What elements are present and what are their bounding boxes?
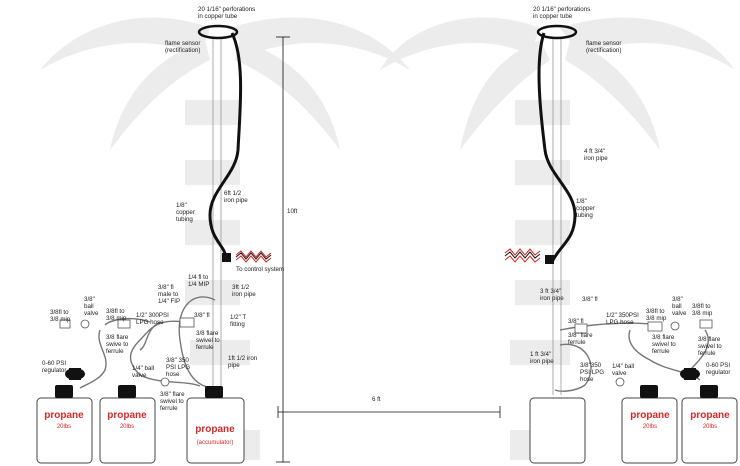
right-control-valve xyxy=(545,255,554,264)
right-flare-swivel-c-label: 3/8 flare swivel to ferrule xyxy=(698,336,722,357)
left-control-valve xyxy=(222,253,231,262)
right-flare-swivel-a-label: 3/8" flare ferrule xyxy=(568,332,593,346)
left-flame-sensor-label: flame sensor (rectification) xyxy=(165,40,201,54)
right-burner-ring xyxy=(536,24,578,40)
left-to-control-label: To control system xyxy=(236,266,285,273)
right-tank-2-name: propane xyxy=(690,410,730,421)
left-t-fitting-label: 1/2" T fitting xyxy=(230,314,247,328)
right-fl-to-mip-b-label: 3/8fl to 3/8 mip xyxy=(692,303,713,317)
left-ball-valve-14-label: 1/4" ball valve xyxy=(132,365,155,379)
right-pole xyxy=(552,38,562,395)
left-fl-to-mip-b-label: 3/8fl to 3/8 mip xyxy=(106,308,127,322)
left-fl-male-fip-label: 3/8" fl male to 1/4" FIP xyxy=(158,284,181,305)
right-fittings xyxy=(574,319,713,387)
left-copper-tube xyxy=(208,32,243,259)
right-control-wire xyxy=(504,248,541,263)
right-tank-1-name: propane xyxy=(630,410,670,421)
left-fl-to-mip-a-label: 3/8fl to 3/8 mip xyxy=(50,309,71,323)
left-flare-swivel-c-label: 3/8" flare swivel to ferrule xyxy=(160,391,185,412)
left-control-wire xyxy=(235,250,272,263)
left-lpg-350-label: 3/8" 350 PSI LPG hose xyxy=(166,357,191,378)
left-iron-pipe-1ft-label: 1ft 1/2 iron pipe xyxy=(228,355,258,369)
left-tank-3-size: (accumulator) xyxy=(196,440,234,446)
right-flare-swivel-b-label: 3/8 flare swivel to ferrule xyxy=(652,334,676,355)
distance-label: 6 ft xyxy=(372,396,381,403)
left-tank-valves xyxy=(55,385,223,398)
right-tanks xyxy=(529,397,738,464)
left-tank-3-name: propane xyxy=(195,424,235,435)
left-tanks xyxy=(36,397,245,464)
left-hoses xyxy=(79,296,216,389)
left-flare-swivel-b-label: 3/8 flare swive to ferrule xyxy=(106,334,129,355)
height-label: 10ft xyxy=(287,208,298,215)
left-lpg-300-label: 1/2" 300PSI LPG hose xyxy=(136,312,169,326)
right-tank-2-size: 20lbs xyxy=(702,424,718,430)
right-regulator-label: 0-60 PSI regulator xyxy=(706,362,731,376)
left-tank-2-name: propane xyxy=(107,410,147,421)
left-regulator-label: 0-60 PSI regulator xyxy=(42,360,67,374)
background-ghost-shapes xyxy=(40,17,735,460)
right-flame-sensor-label: flame sensor (rectification) xyxy=(586,40,622,54)
left-ball-valve-38-label: 3/8" ball valve xyxy=(84,296,99,317)
left-control-wire-b xyxy=(235,252,272,260)
right-fl-38-label: 3/8" fl xyxy=(582,296,598,303)
left-fittings xyxy=(59,317,195,387)
right-ball-valve-38-label: 3/8" ball valve xyxy=(672,296,687,317)
left-fl-to-mip-quarter-label: 1/4 fl to 1/4 MIP xyxy=(188,274,210,288)
right-iron-pipe-1ft-label: 1 ft 3/4" iron pipe xyxy=(530,351,554,365)
height-dimension xyxy=(276,36,290,463)
right-ball-valve-14-label: 1/4" ball valve xyxy=(612,363,635,377)
left-pole xyxy=(212,38,222,395)
right-regulator xyxy=(680,368,700,380)
left-regulator xyxy=(65,368,85,380)
right-lpg-350-b-label: 3/8"350 PSI LPG hose xyxy=(580,362,605,383)
left-tank-2-size: 20lbs xyxy=(119,424,135,430)
right-copper-tubing-label: 1/8" copper tubing xyxy=(576,198,595,219)
right-tank-1-size: 20lbs xyxy=(642,424,658,430)
left-perforations-label: 20 1/16" perforations in copper tube xyxy=(198,6,256,20)
right-tank-valves xyxy=(640,385,718,398)
left-flare-swivel-a-label: 3/8 flare swivel to ferrule xyxy=(196,330,220,351)
left-copper-tubing-label: 1/8" copper tubing xyxy=(176,202,195,223)
left-iron-pipe-3ft-label: 3ft 1/2 iron pipe xyxy=(232,284,256,298)
right-perforations-label: 20 1/16" perforations in copper tube xyxy=(533,6,591,20)
left-tank-1-name: propane xyxy=(44,410,84,421)
left-burner-ring xyxy=(197,24,239,40)
right-fl-to-mip-a-label: 3/8fl to 3/8 mip xyxy=(646,308,667,322)
right-iron-pipe-4ft-label: 4 ft 3/4" iron pipe xyxy=(584,148,608,162)
right-control-wire-b xyxy=(504,251,541,259)
right-iron-pipe-3ft-label: 3 ft 3/4" iron pipe xyxy=(540,288,564,302)
right-copper-tube xyxy=(537,32,577,263)
left-fl-38-label: 3/8" fl xyxy=(194,312,210,319)
left-tank-1-size: 20lbs xyxy=(56,424,72,430)
left-iron-pipe-6ft-label: 6ft 1/2 iron pipe xyxy=(224,190,248,204)
right-fl-38-b-label: 3/8" fl xyxy=(568,318,584,325)
width-dimension xyxy=(277,406,501,418)
right-lpg-350-label: 1/2" 350PSI LPG hose xyxy=(606,312,639,326)
